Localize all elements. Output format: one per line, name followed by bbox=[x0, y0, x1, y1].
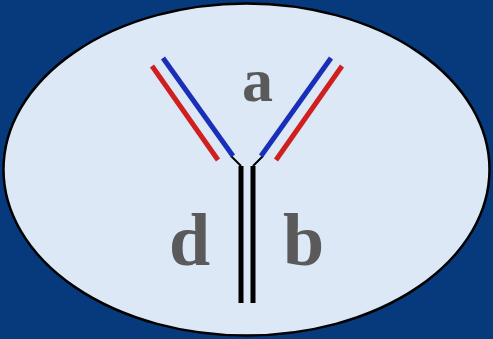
hinge-line bbox=[253, 156, 263, 166]
region-letter: b bbox=[283, 203, 324, 277]
region-letter: d bbox=[169, 203, 210, 277]
region-letter: a bbox=[242, 49, 273, 111]
light-chain bbox=[152, 66, 218, 160]
hinge-line bbox=[231, 156, 241, 166]
heavy-chain-stem bbox=[239, 166, 244, 303]
heavy-chain-stem bbox=[251, 166, 256, 303]
ellipse-frame bbox=[4, 4, 490, 336]
heavy-chain-arm bbox=[163, 58, 233, 156]
light-chain bbox=[276, 66, 342, 160]
